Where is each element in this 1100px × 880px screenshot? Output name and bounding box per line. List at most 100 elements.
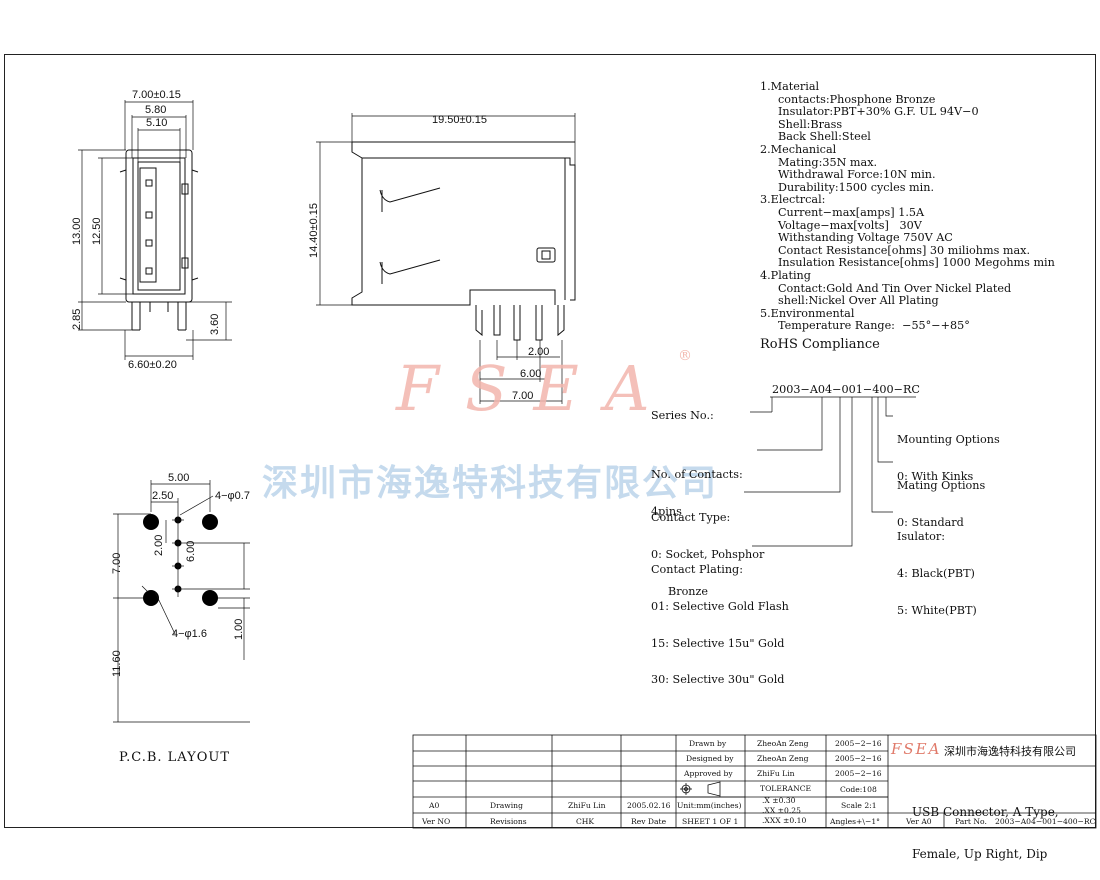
- tb-tol-xxx: .XXX ±0.10: [762, 816, 807, 825]
- tb-rev-date: 2005.02.16: [627, 801, 671, 810]
- tb-drawn-date: 2005−2−16: [835, 739, 882, 748]
- side-view: [351, 141, 576, 341]
- tb-tol-xx: .XX ±0.25: [762, 806, 801, 815]
- rohs-compliance: RoHS Compliance: [760, 336, 880, 352]
- spec-line: shell:Nickel Over All Plating: [778, 294, 939, 308]
- pn-ins-label: Isulator:: [897, 530, 945, 544]
- dim-pcb-200: 2.00: [153, 535, 165, 556]
- tb-units: Unit:mm(inches): [677, 801, 742, 810]
- tb-h-revdate: Rev Date: [631, 817, 667, 826]
- dim-height-13: 13.00: [71, 217, 83, 245]
- pn-mount-value: 0: With Kinks: [897, 470, 974, 483]
- pcb-dims: 5.00 2.50 4−φ0.7 2.00 6.00 7.00 4−φ1.6 1…: [111, 472, 250, 677]
- pn-plating-label: Contact Plating:: [651, 563, 743, 577]
- tb-approved-name: ZhiFu Lin: [757, 769, 795, 778]
- dim-pcb-700: 7.00: [111, 553, 123, 574]
- spec-line: 5.Environmental: [760, 306, 855, 320]
- drawing-border: [4, 54, 1096, 828]
- dim-pitch-700: 7.00: [512, 390, 533, 402]
- pn-plating: Contact Plating: 01: Selective Gold Flas…: [651, 540, 789, 699]
- registered-mark: ®: [678, 348, 692, 364]
- pn-mating-label: Mating Options: [897, 479, 986, 493]
- pn-plating-15: 15: Selective 15u" Gold: [651, 636, 785, 650]
- tb-company: 深圳市海逸特科技有限公司: [944, 745, 1076, 758]
- tb-title-line-1: USB Connector, A Type,: [912, 805, 1059, 819]
- pn-contact-type: Contact Type: 0: Socket, Pohsphor Bronze: [651, 488, 764, 610]
- spec-line: 4.Plating: [760, 268, 811, 282]
- dim-pcb-600: 6.00: [185, 541, 197, 562]
- pn-type-value: 0: Socket, Pohsphor: [651, 548, 765, 561]
- company-watermark: 深圳市海逸特科技有限公司: [262, 463, 719, 504]
- tb-approved-label: Approved by: [684, 769, 733, 778]
- spec-line: 1.Material: [760, 80, 820, 93]
- dim-side-height: 14.40±0.15: [308, 203, 320, 258]
- dim-pcb-250: 2.50: [152, 490, 173, 502]
- tb-tolerance: TOLERANCE: [760, 784, 812, 793]
- spec-line: 2.Mechanical: [760, 142, 837, 156]
- spec-line: 3.Electrcal:: [760, 193, 826, 207]
- tb-rev-ver: A0: [429, 801, 440, 810]
- dim-pitch-600: 6.00: [520, 368, 541, 380]
- pn-series: Series No.:: [651, 409, 714, 422]
- dim-length: 19.50±0.15: [432, 114, 487, 126]
- tb-ver: Ver A0: [906, 817, 932, 826]
- front-view: [119, 149, 199, 331]
- pn-type-label: Contact Type:: [651, 511, 731, 525]
- tb-approved-date: 2005−2−16: [835, 769, 882, 778]
- part-number-leaders: [744, 396, 916, 547]
- dim-pcb-1160: 11.60: [111, 650, 123, 677]
- projection-symbol: [680, 781, 721, 797]
- dim-pcb-holes-small: 4−φ0.7: [215, 490, 250, 502]
- spec-line: Contact:Gold And Tin Over Nickel Plated: [778, 281, 1012, 295]
- pcb-layout: [143, 514, 218, 606]
- side-dims: 19.50±0.15 14.40±0.15 2.00 6.00 7.00: [308, 114, 549, 402]
- tb-title-line-2: Female, Up Right, Dip: [912, 847, 1048, 861]
- tb-h-ver: Ver NO: [422, 817, 451, 826]
- dim-width-inner: 5.80: [145, 104, 166, 116]
- tb-designed-name: ZheoAn Zeng: [757, 754, 809, 763]
- pn-plating-01: 01: Selective Gold Flash: [651, 600, 789, 613]
- tb-title: USB Connector, A Type, Female, Up Right,…: [912, 777, 1059, 875]
- spec-line: Temperature Range: −55°−+85°: [778, 319, 970, 333]
- tb-drawn-label: Drawn by: [689, 739, 727, 748]
- tb-h-chk: CHK: [576, 817, 595, 826]
- pn-contacts: No. of Contacts: 4pins: [651, 445, 743, 530]
- pn-mating-value: 0: Standard: [897, 516, 964, 529]
- dim-pcb-holes-big: 4−φ1.6: [172, 628, 207, 640]
- spec-line: Durability:1500 cycles min.: [778, 180, 934, 194]
- pn-mating: Mating Options 0: Standard: [897, 456, 985, 541]
- tb-angles: Angles+\−1°: [830, 817, 880, 826]
- pn-insulator: Isulator: 4: Black(PBT) 5: White(PBT): [897, 507, 977, 629]
- tb-part-no: 2003−A04−001−400−RC: [995, 817, 1096, 826]
- dim-height-1250: 12.50: [91, 217, 103, 245]
- pn-contacts-value: 4pins: [651, 505, 682, 518]
- tb-drawn-name: ZheoAn Zeng: [757, 739, 809, 748]
- dim-pcb-100: 1.00: [233, 619, 245, 640]
- dim-pitch-200: 2.00: [528, 346, 549, 358]
- pn-type-value-2: Bronze: [668, 584, 709, 598]
- dim-height-285: 2.85: [71, 309, 83, 330]
- tb-rev-desc: Drawing: [490, 801, 523, 810]
- spec-line: Insulation Resistance[ohms] 1000 Megohms…: [778, 256, 1055, 270]
- spec-line: Current−max[amps] 1.5A: [778, 205, 925, 219]
- pn-ins-white: 5: White(PBT): [897, 603, 977, 617]
- tb-scale: Scale 2:1: [841, 801, 877, 810]
- dim-pcb-500: 5.00: [168, 472, 189, 484]
- spec-line: Contact Resistance[ohms] 30 miliohms max…: [778, 243, 1031, 257]
- pn-mount-label: Mounting Options: [897, 433, 1000, 447]
- dim-width-bottom: 6.60±0.20: [128, 359, 177, 371]
- tb-sheet: SHEET 1 OF 1: [682, 817, 739, 826]
- tb-designed-date: 2005−2−16: [835, 754, 882, 763]
- part-number-code: 2003−A04−001−400−RC: [772, 383, 920, 396]
- tb-h-rev: Revisions: [490, 817, 527, 826]
- tb-rev-chk: ZhiFu Lin: [568, 801, 606, 810]
- dim-width-slot: 5.10: [146, 117, 167, 129]
- tb-designed-label: Designed by: [686, 754, 734, 763]
- dim-height-360: 3.60: [209, 314, 221, 335]
- tb-brand-logo: FSEA: [891, 740, 942, 758]
- spec-line: Withstanding Voltage 750V AC: [778, 231, 953, 245]
- spec-line: Mating:35N max.: [778, 155, 878, 169]
